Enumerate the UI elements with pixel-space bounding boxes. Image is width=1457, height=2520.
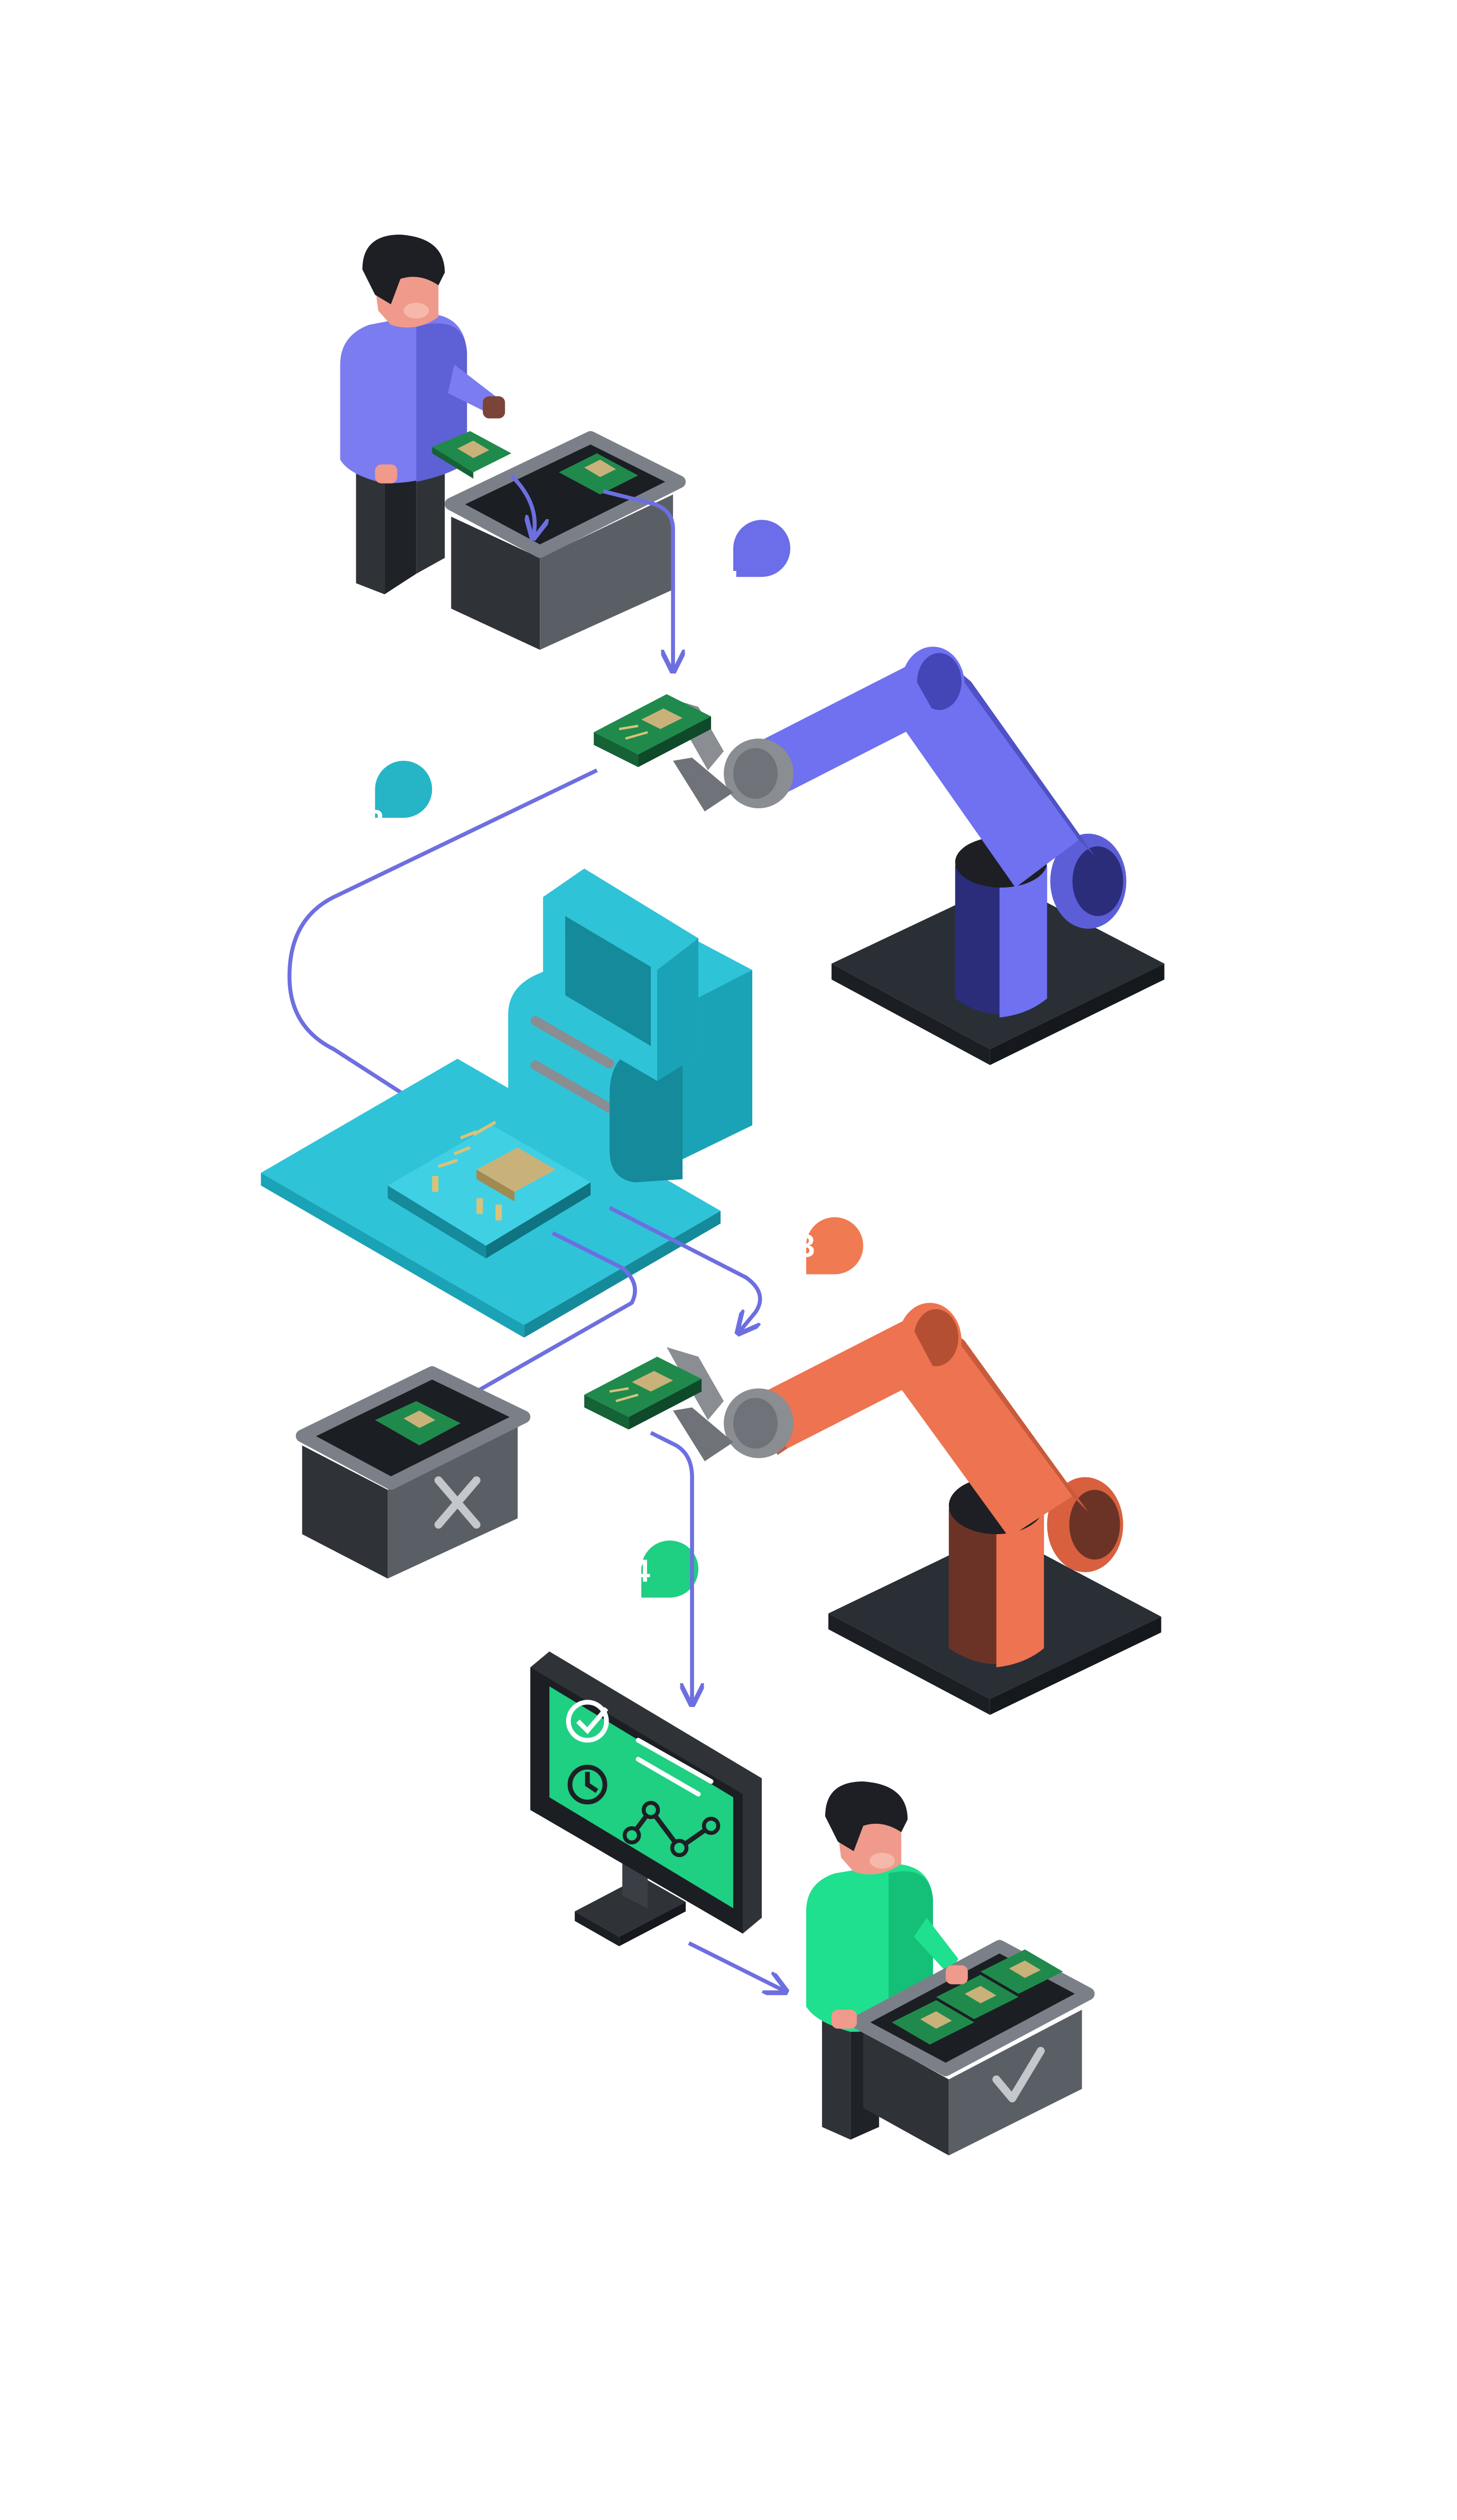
step-badge-3-label: 3 xyxy=(797,1229,815,1264)
flow-arrow xyxy=(453,1231,637,1406)
worker-2-leg xyxy=(822,2016,851,2140)
worker-2-hair xyxy=(825,1781,908,1851)
robot-2-forearm xyxy=(758,1318,936,1449)
pcb-card xyxy=(936,1974,1019,2019)
pcb-card xyxy=(594,694,712,768)
reject-bin xyxy=(296,1366,531,1579)
step-badge-1-label: 1 xyxy=(724,564,742,599)
worker-1-leg xyxy=(356,469,385,595)
step-badge-2-shape xyxy=(375,761,432,818)
worker-2-arm xyxy=(914,1917,958,1975)
worker-1-hand xyxy=(483,396,505,419)
input-bin xyxy=(445,431,686,650)
pcb-card xyxy=(432,431,512,479)
step-badge-2-label: 2 xyxy=(366,804,384,839)
results-monitor xyxy=(530,1651,762,1946)
flow-arrow xyxy=(287,768,598,1113)
step-badge-2: 2 xyxy=(366,761,432,839)
flow-arrow xyxy=(510,474,534,536)
pcb-card xyxy=(584,1356,702,1430)
pcb-card xyxy=(980,1949,1063,1994)
reject-x-icon xyxy=(434,1476,481,1529)
robot-arm-2 xyxy=(667,1303,1161,1715)
flow-arrow xyxy=(608,1206,762,1332)
node-graph-icon xyxy=(622,1801,721,1858)
pcb-card xyxy=(375,1401,461,1446)
monitor-screen xyxy=(549,1686,733,1908)
step-badge-4-shape xyxy=(641,1540,699,1598)
worker-1-leg xyxy=(416,456,445,574)
worker-1-hair xyxy=(362,234,445,304)
flow-arrow xyxy=(688,1941,784,1991)
flow-arrow xyxy=(650,1430,692,1702)
flow-arrow xyxy=(603,489,673,669)
worker-1-leg xyxy=(384,469,417,595)
robot-1-forearm xyxy=(758,666,936,793)
checkmark-badge-icon xyxy=(566,1700,609,1743)
step-badge-4: 4 xyxy=(632,1540,699,1598)
pcb-chip xyxy=(476,1147,556,1192)
pcb-card xyxy=(559,453,639,495)
clock-icon xyxy=(567,1765,607,1805)
step-badge-1: 1 xyxy=(724,520,790,599)
step-badge-3: 3 xyxy=(797,1217,863,1275)
accept-bin xyxy=(831,1940,1095,2156)
inspection-machine xyxy=(261,868,752,1338)
robot-arm-1 xyxy=(667,647,1165,1065)
step-badge-1-shape xyxy=(733,520,790,577)
pcb-card xyxy=(891,2000,974,2045)
step-badge-3-shape xyxy=(806,1217,863,1275)
step-badge-4-label: 4 xyxy=(632,1553,650,1589)
worker-1 xyxy=(340,234,505,595)
accept-check-icon xyxy=(992,2047,1045,2102)
